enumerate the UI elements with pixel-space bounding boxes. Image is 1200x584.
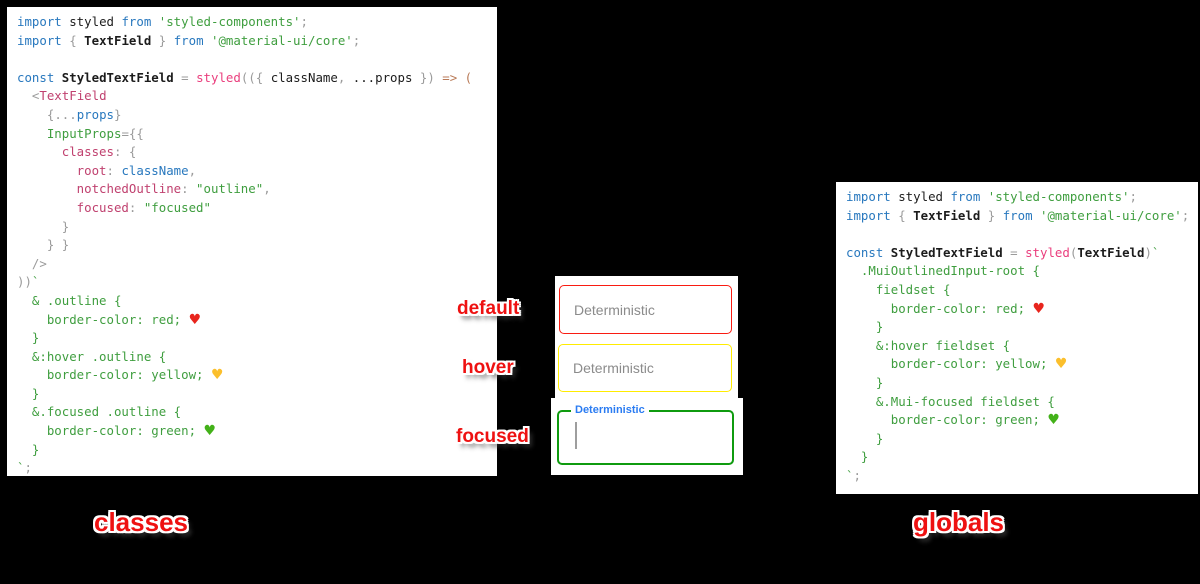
code-line: classes: { — [17, 144, 137, 160]
code-line: fieldset { — [846, 281, 951, 297]
textfield-floating-label: Deterministic — [571, 404, 649, 417]
code-line: import { TextField } from '@material-ui/… — [846, 207, 1190, 223]
code-line: /> — [17, 255, 47, 271]
classes-code-panel: import styled from 'styled-components'; i… — [7, 7, 497, 476]
code-line: } — [17, 385, 40, 401]
code-line — [17, 50, 497, 69]
code-line: border-color: green; ♥ — [17, 423, 217, 440]
code-line: ))` — [17, 274, 40, 290]
code-line: } — [17, 218, 70, 234]
code-line: &.Mui-focused fieldset { — [846, 393, 1055, 409]
code-line: import styled from 'styled-components'; — [17, 14, 308, 29]
textfield-placeholder: Deterministic — [574, 301, 655, 318]
code-line: root: className, — [17, 162, 197, 178]
code-line: notchedOutline: "outline", — [17, 181, 271, 197]
focused-state-label: focused — [456, 426, 529, 447]
code-line: InputProps={{ — [17, 125, 144, 141]
textfield-default[interactable]: Deterministic — [559, 285, 732, 334]
code-line: border-color: yellow; ♥ — [846, 356, 1068, 373]
code-line: } — [17, 330, 40, 346]
code-line: &.focused .outline { — [17, 404, 182, 420]
code-line: &:hover fieldset { — [846, 337, 1011, 353]
code-line: } — [846, 374, 884, 390]
default-state-label: default — [457, 298, 520, 319]
textfield-focused[interactable]: Deterministic — [557, 404, 734, 465]
code-line — [846, 225, 1198, 244]
classes-code: import styled from 'styled-components'; i… — [7, 7, 497, 478]
code-line: const StyledTextField = styled(TextField… — [846, 244, 1160, 260]
code-line: } — [846, 319, 884, 335]
code-line: .MuiOutlinedInput-root { — [846, 263, 1040, 279]
code-line: import styled from 'styled-components'; — [846, 189, 1137, 204]
code-line: {...props} — [17, 106, 122, 122]
code-line: const StyledTextField = styled(({ classN… — [17, 69, 473, 85]
globals-code-panel: import styled from 'styled-components'; i… — [836, 182, 1198, 494]
code-line: `; — [17, 460, 32, 476]
text-cursor — [575, 422, 577, 449]
code-line: } — [846, 430, 884, 446]
code-line: border-color: red; ♥ — [17, 311, 202, 328]
textfield-placeholder: Deterministic — [573, 360, 654, 376]
globals-caption: globals — [913, 507, 1005, 537]
code-line: & .outline { — [17, 292, 122, 308]
textfield-hover[interactable]: Deterministic — [558, 344, 732, 392]
code-line: `; — [846, 467, 861, 483]
code-line: focused: "focused" — [17, 199, 211, 215]
code-line: <TextField — [17, 88, 107, 104]
code-line: } } — [17, 237, 70, 253]
hover-state-label: hover — [462, 357, 514, 378]
globals-code: import styled from 'styled-components'; i… — [836, 182, 1198, 486]
code-line: } — [846, 449, 869, 465]
code-line: } — [17, 441, 40, 457]
code-line: border-color: yellow; ♥ — [17, 367, 224, 384]
code-line: import { TextField } from '@material-ui/… — [17, 32, 361, 48]
code-line: border-color: red; ♥ — [846, 300, 1046, 317]
classes-caption: classes — [94, 507, 188, 537]
code-line: border-color: green; ♥ — [846, 412, 1060, 429]
code-line: &:hover .outline { — [17, 348, 167, 364]
